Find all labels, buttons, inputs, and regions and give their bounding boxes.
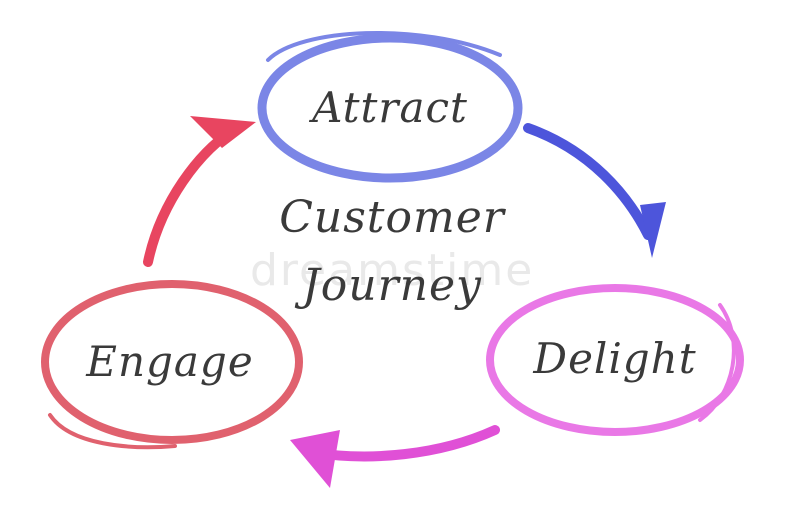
node-delight-sketch-stroke [698, 303, 736, 422]
node-attract-label: Attract [308, 83, 468, 132]
arrow-engage-to-attract-shaft [143, 121, 245, 267]
center-title-line2: Journey [294, 260, 482, 311]
arrow-delight-to-engage-head [290, 430, 340, 488]
node-delight: Delight [486, 284, 744, 436]
arrow-attract-to-delight-head [640, 202, 666, 258]
arrow-delight-to-engage [290, 425, 500, 488]
node-engage: Engage [41, 280, 303, 450]
node-engage-ellipse [41, 280, 303, 444]
center-title-line1: Customer [279, 192, 507, 243]
node-attract: Attract [257, 30, 523, 183]
node-engage-sketch-stroke [48, 413, 177, 450]
node-delight-ellipse [486, 284, 744, 436]
arrow-engage-to-attract-head [190, 116, 256, 148]
node-engage-label: Engage [85, 337, 253, 386]
node-delight-label: Delight [532, 334, 696, 383]
node-attract-sketch-stroke [266, 30, 502, 62]
watermark-text: dreamstime [250, 245, 534, 296]
arrow-attract-to-delight [523, 123, 666, 258]
arrow-engage-to-attract [143, 116, 256, 267]
node-attract-ellipse [257, 33, 523, 183]
arrow-attract-to-delight-shaft [523, 123, 653, 240]
